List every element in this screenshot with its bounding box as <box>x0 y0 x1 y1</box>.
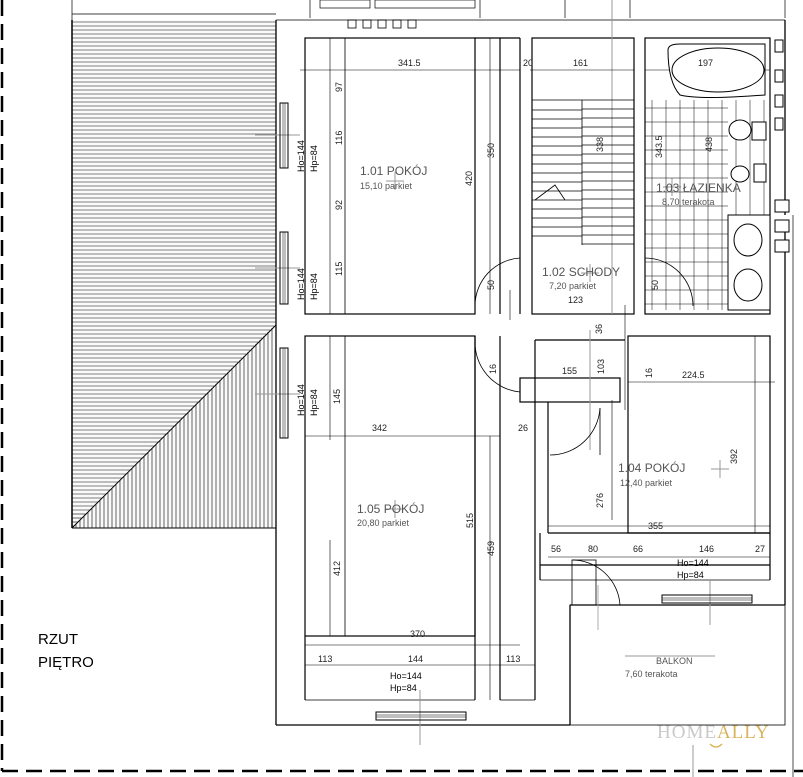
bathtub-basin-icon <box>671 47 765 93</box>
dim-label: 515 <box>465 513 475 528</box>
window-ho-4: Ho=144 <box>390 671 422 681</box>
door-swing <box>549 407 601 456</box>
plan-title-line1: RZUT <box>38 631 78 648</box>
dim-label: 370 <box>410 629 425 639</box>
dim-label: 113 <box>506 654 520 664</box>
dim-label: 161 <box>573 58 588 68</box>
watermark-ally: ALLY <box>717 722 770 743</box>
sink-icon <box>733 223 763 257</box>
staircase <box>532 99 634 245</box>
dim-label: 338 <box>595 137 605 152</box>
window-hp-2: Hp=84 <box>309 273 319 300</box>
door-swing <box>571 559 621 606</box>
dim-label: 392 <box>729 449 739 464</box>
room-name-103: 1.03 ŁAZIENKA <box>656 181 741 195</box>
room-name-104: 1.04 POKÓJ <box>618 460 685 475</box>
room-name-101: 1.01 POKÓJ <box>360 163 427 178</box>
window-labels: Ho=144 Hp=84 Ho=144 Hp=84 Ho=144 Hp=84 H… <box>296 140 709 693</box>
dim-label: 343.5 <box>654 135 664 158</box>
top-strip <box>71 0 786 29</box>
dim-label: 224.5 <box>682 370 705 380</box>
dim-label: 116 <box>334 131 344 145</box>
dim-label: 97 <box>334 82 344 92</box>
dim-label: 145 <box>332 389 342 404</box>
watermark-home: HOME <box>657 722 717 743</box>
dim-label: 16 <box>644 368 654 378</box>
radiators <box>774 39 790 253</box>
dim-label: 155 <box>562 366 577 376</box>
room-name-102: 1.02 SCHODY <box>542 265 620 279</box>
bidet-icon <box>730 165 750 183</box>
door-swing <box>474 339 521 393</box>
window-hp-3: Hp=84 <box>309 389 319 416</box>
room-area-105: 20,80 parkiet <box>357 518 410 528</box>
dim-label: 50 <box>486 280 496 290</box>
dim-label: 350 <box>486 143 496 158</box>
watermark-logo: HOMEALLY <box>657 722 770 743</box>
dim-label: 123 <box>568 295 583 305</box>
room-area-102: 7,20 parkiet <box>549 281 597 291</box>
dim-label: 146 <box>699 544 714 554</box>
room-area-101: 15,10 parkiet <box>360 181 413 191</box>
watermark-swoosh-icon <box>709 743 723 748</box>
room-name-105: 1.05 POKÓJ <box>357 501 424 516</box>
door-swing <box>644 257 694 307</box>
dim-label: 341.5 <box>398 58 421 68</box>
dim-label: 56 <box>551 544 561 554</box>
bathroom-fixtures <box>667 43 771 311</box>
window-symbol <box>661 594 753 604</box>
dim-label: 27 <box>755 544 765 554</box>
toilet-icon <box>728 119 752 141</box>
dim-label: 20 <box>523 58 533 68</box>
dim-label: 420 <box>464 171 474 186</box>
window-hp-5: Hp=84 <box>677 570 704 580</box>
dimension-lines <box>300 38 775 700</box>
dim-label: 115 <box>334 262 344 276</box>
plan-title-line2: PIĘTRO <box>38 654 94 671</box>
window-symbol <box>279 347 289 439</box>
dim-label: 276 <box>595 493 605 508</box>
room-name-balkon: BALKON <box>656 656 693 666</box>
dim-label: 144 <box>408 654 423 664</box>
dimension-labels: 341.5 20 161 197 97 116 92 115 420 350 3… <box>318 58 765 664</box>
room-area-103: 8,70 terakota <box>662 197 715 207</box>
dim-label: 459 <box>486 541 496 556</box>
dim-label: 103 <box>596 359 606 374</box>
room-labels: 1.01 POKÓJ 15,10 parkiet 1.02 SCHODY 7,2… <box>357 163 741 679</box>
window-hp-1: Hp=84 <box>309 145 319 172</box>
dim-label: 438 <box>704 137 714 152</box>
window-ho-3: Ho=144 <box>296 384 306 416</box>
roof-hatching <box>71 20 277 529</box>
dim-label: 36 <box>594 324 604 334</box>
windows <box>279 102 753 721</box>
window-ho-5: Ho=144 <box>677 558 709 568</box>
room-area-balkon: 7,60 terakota <box>625 669 678 679</box>
doors <box>474 257 694 630</box>
dim-label: 80 <box>588 544 598 554</box>
dim-label: 92 <box>334 200 344 210</box>
window-hp-4: Hp=84 <box>390 683 417 693</box>
window-symbol <box>375 711 467 721</box>
window-ho-1: Ho=144 <box>296 140 306 172</box>
dim-label: 113 <box>318 654 332 664</box>
dim-label: 342 <box>372 423 387 433</box>
dim-label: 66 <box>633 544 643 554</box>
dim-label: 26 <box>518 423 528 433</box>
dim-label: 412 <box>332 561 342 576</box>
dim-label: 197 <box>698 58 713 68</box>
window-ho-2: Ho=144 <box>296 268 306 300</box>
sink-icon <box>733 268 763 302</box>
dim-label: 355 <box>648 521 663 531</box>
bathroom-tiles <box>645 100 765 310</box>
room-area-104: 12,40 parkiet <box>620 478 673 488</box>
dim-label: 50 <box>650 280 660 290</box>
door-swing <box>474 257 521 307</box>
dim-label: 16 <box>488 364 498 374</box>
